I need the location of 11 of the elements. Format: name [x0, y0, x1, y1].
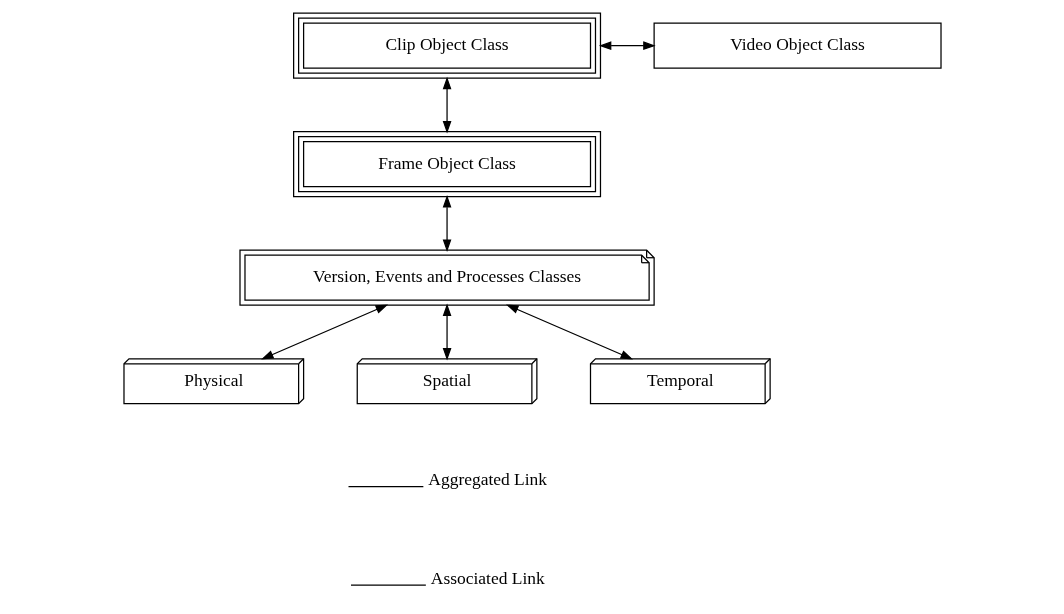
arrow	[442, 76, 451, 134]
arrow	[442, 303, 451, 361]
node-box: Video Object Class	[653, 22, 942, 69]
arrow	[442, 195, 451, 252]
legend-label: Associated Link	[430, 567, 545, 588]
node-box: Clip Object Class	[292, 12, 601, 79]
legend-label: Aggregated Link	[427, 469, 547, 489]
arrow	[260, 304, 388, 360]
arrow	[505, 304, 633, 360]
arrow	[598, 41, 656, 51]
node-box: Frame Object Class	[292, 131, 601, 198]
